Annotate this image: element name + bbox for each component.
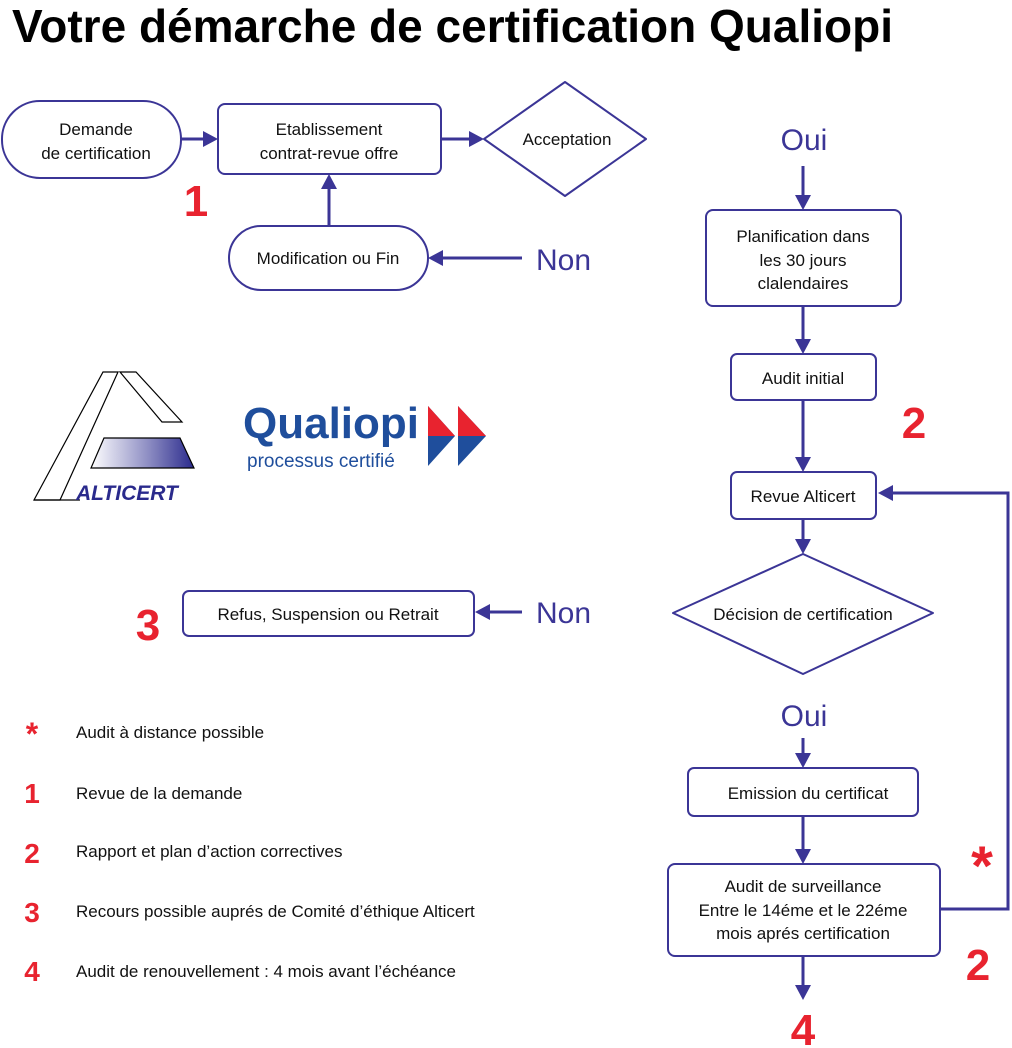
alticert-logo: ALTICERT — [32, 371, 195, 505]
legend-text: Rapport et plan d’action correctives — [76, 842, 342, 861]
legend-text: Recours possible auprés de Comité d’éthi… — [76, 902, 475, 921]
arrowhead-icon — [795, 849, 811, 864]
step-marker-2: 2 — [902, 399, 926, 448]
label-non-decision: Non — [536, 597, 591, 630]
node-demande: Demande de certification — [1, 100, 182, 179]
page-title: Votre démarche de certification Qualiopi — [12, 0, 893, 52]
label-non-acceptation: Non — [536, 244, 591, 277]
label-oui-acceptation: Oui — [781, 124, 828, 157]
node-audit-initial: Audit initial — [730, 353, 877, 401]
asterisk-marker: * — [971, 834, 993, 897]
label-oui-decision: Oui — [781, 700, 828, 733]
qualiopi-logo: Qualiopi processus certifié — [243, 399, 486, 472]
node-text-line: Refus, Suspension ou Retrait — [217, 605, 438, 624]
alticert-wordmark: ALTICERT — [75, 482, 180, 505]
node-acceptation: Acceptation — [483, 81, 647, 197]
legend-marker: 2 — [24, 838, 40, 869]
arrowhead-icon — [795, 195, 811, 210]
node-text-line: clalendaires — [758, 274, 849, 293]
arrow-loop-surveillance-revue — [893, 491, 1010, 911]
node-text-line: mois aprés certification — [716, 924, 890, 943]
arrowhead-icon — [795, 753, 811, 768]
legend-item: 4 Audit de renouvellement : 4 mois avant… — [24, 956, 456, 987]
node-text-line: Modification ou Fin — [257, 249, 400, 268]
step-marker-4: 4 — [791, 1006, 816, 1048]
node-text-line: Etablissement — [276, 120, 383, 139]
node-planification: Planification dans les 30 jours clalenda… — [705, 209, 902, 307]
connectors — [181, 131, 1010, 1000]
node-text-line: les 30 jours — [760, 251, 847, 270]
node-text-line: Revue Alticert — [751, 487, 856, 506]
arrowhead-icon — [321, 174, 337, 189]
node-modification: Modification ou Fin — [228, 225, 429, 291]
node-surveillance: Audit de surveillance Entre le 14éme et … — [667, 863, 941, 957]
legend-marker: 4 — [24, 956, 40, 987]
node-text-line: Décision de certification — [713, 605, 893, 624]
node-text-line: Entre le 14éme et le 22éme — [699, 901, 908, 920]
legend-marker: * — [26, 716, 39, 752]
legend-item: 3 Recours possible auprés de Comité d’ét… — [24, 897, 475, 928]
step-marker-3: 3 — [136, 601, 160, 650]
node-text-line: Emission du certificat — [728, 784, 889, 803]
arrowhead-icon — [428, 250, 443, 266]
node-text-line: Audit initial — [762, 369, 844, 388]
node-text-line: de certification — [41, 144, 151, 163]
node-text-line: Demande — [59, 120, 133, 139]
arrowhead-icon — [878, 485, 893, 501]
qualiopi-arrows-icon — [428, 406, 486, 466]
node-emission: Emission du certificat — [687, 767, 919, 817]
arrowhead-icon — [475, 604, 490, 620]
qualiopi-tagline: processus certifié — [247, 451, 395, 472]
legend-marker: 3 — [24, 897, 40, 928]
arrowhead-icon — [203, 131, 218, 147]
arrowhead-icon — [469, 131, 484, 147]
node-refus: Refus, Suspension ou Retrait — [182, 590, 475, 637]
node-text-line: contrat-revue offre — [260, 144, 399, 163]
node-etablissement: Etablissement contrat-revue offre — [217, 103, 442, 175]
legend: * Audit à distance possible 1 Revue de l… — [24, 716, 475, 987]
legend-text: Audit de renouvellement : 4 mois avant l… — [76, 962, 456, 981]
legend-text: Revue de la demande — [76, 784, 242, 803]
node-text-line: Audit de surveillance — [725, 877, 882, 896]
node-decision: Décision de certification — [672, 553, 934, 675]
qualiopi-wordmark: Qualiopi — [243, 399, 419, 448]
legend-item: 1 Revue de la demande — [24, 778, 242, 809]
arrowhead-icon — [795, 457, 811, 472]
node-text-line: Acceptation — [523, 130, 612, 149]
legend-marker: 1 — [24, 778, 40, 809]
arrowhead-icon — [795, 339, 811, 354]
legend-item: 2 Rapport et plan d’action correctives — [24, 838, 342, 869]
legend-item: * Audit à distance possible — [26, 716, 264, 752]
step-marker-1: 1 — [184, 177, 208, 226]
node-revue-alticert: Revue Alticert — [730, 471, 877, 520]
arrowhead-icon — [795, 985, 811, 1000]
node-text-line: Planification dans — [736, 227, 869, 246]
arrowhead-icon — [795, 539, 811, 554]
legend-text: Audit à distance possible — [76, 723, 264, 742]
step-marker-2-surveillance: 2 — [966, 941, 990, 990]
